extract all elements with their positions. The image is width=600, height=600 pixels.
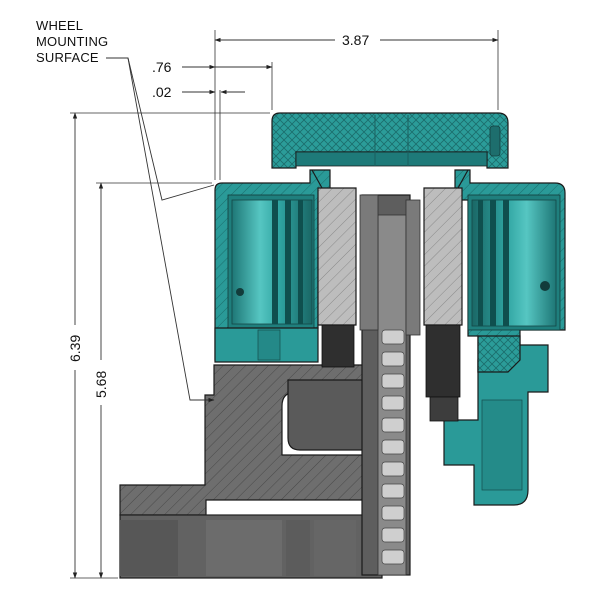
- knuckle-lower-face-2: [206, 520, 282, 576]
- left-bleed-hole: [236, 288, 244, 296]
- caliper-body: [214, 112, 566, 506]
- right-pad-friction: [425, 324, 461, 398]
- note-line-1: WHEEL: [36, 18, 83, 33]
- brake-pads: [311, 169, 469, 422]
- leader-wheel-mount-1: [106, 57, 215, 403]
- note-line-2: MOUNTING: [36, 34, 108, 49]
- rotor-vanes: [381, 329, 405, 565]
- note-line-3: SURFACE: [36, 50, 99, 65]
- hub-knuckle: [119, 364, 383, 579]
- dim-offset-inner: .02: [152, 84, 172, 100]
- bracket-hatch: [477, 335, 521, 373]
- left-pad-backing: [317, 187, 357, 326]
- knuckle-lower-face-3: [286, 520, 310, 576]
- dim-overall-width: 3.87: [342, 32, 369, 48]
- knuckle-pocket: [287, 379, 373, 451]
- leader-wheel-mount-2: [127, 57, 215, 201]
- dim-overall-height: 6.39: [67, 335, 83, 362]
- rotor-hat: [377, 214, 407, 576]
- left-flange-rib: [257, 329, 281, 361]
- left-piston-seals: [272, 200, 303, 324]
- rotor-disc-left: [359, 194, 379, 331]
- dimension-annotations: 3.87 .76 .02 6.39 5.68: [67, 30, 499, 579]
- rotor-disc-right: [405, 199, 421, 336]
- rotor-hub: [359, 194, 421, 576]
- bridge-bolt-slot: [489, 125, 501, 157]
- caliper-bridge-inner: [295, 151, 488, 167]
- right-piston: [471, 199, 557, 327]
- knuckle-lower-face-1: [120, 520, 178, 576]
- bracket-face: [481, 399, 523, 491]
- right-pad-backing: [423, 187, 463, 326]
- dim-inner-height: 5.68: [93, 371, 109, 398]
- pad-clip: [311, 169, 469, 189]
- right-piston-seals: [478, 200, 509, 326]
- right-pad-shim: [429, 396, 459, 422]
- dim-offset-outer: .76: [152, 59, 172, 75]
- left-pad-friction: [321, 324, 355, 368]
- right-bleed-hole: [540, 281, 550, 291]
- wheel-mounting-note: WHEEL MOUNTING SURFACE: [36, 18, 108, 65]
- knuckle-lower-face-4: [314, 520, 356, 576]
